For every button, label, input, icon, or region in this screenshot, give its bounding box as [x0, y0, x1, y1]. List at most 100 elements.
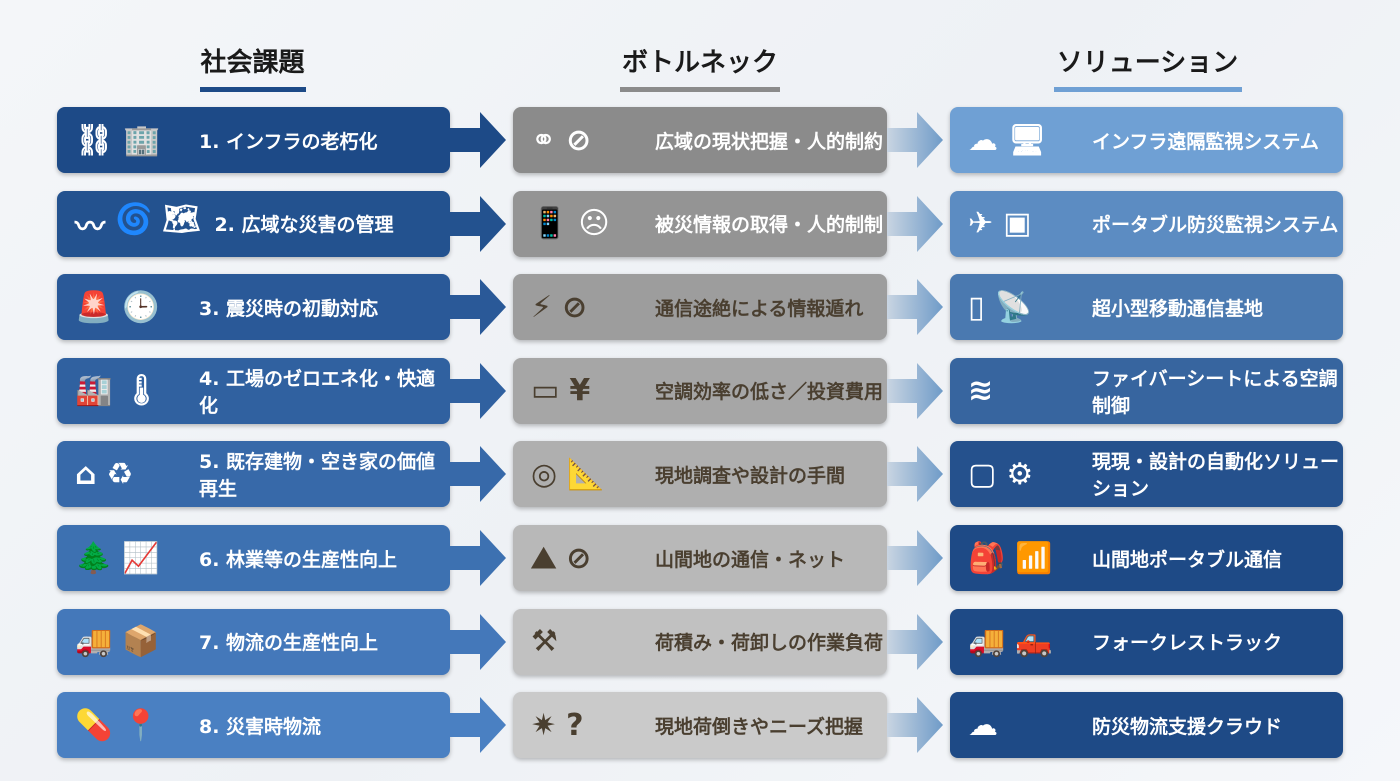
- header-underline: [199, 87, 306, 92]
- drone-icon: ✈: [968, 206, 994, 242]
- issue-label: 8. 災害時物流: [199, 715, 322, 738]
- solution-label: 現現・設計の自動化ソリューション: [1092, 451, 1340, 501]
- arrow-right-icon: [887, 279, 943, 336]
- arrow-right-icon: [450, 362, 506, 419]
- siren-icon: 🚨: [75, 289, 113, 325]
- blueprint-icon: 📐: [567, 456, 605, 492]
- bottleneck-icons: ⛰⊘: [531, 541, 641, 576]
- solution-label: ファイバーシートによる空調制御: [1092, 367, 1338, 417]
- bottleneck-label: 空調効率の低さ／投資費用: [655, 381, 884, 404]
- map-route-icon: 📍: [122, 707, 160, 743]
- bottleneck-box: ⚭⊘ 広域の現状把握・人的制約: [513, 107, 887, 173]
- solution-box: ☁ 防災物流支援クラウド: [950, 692, 1343, 759]
- debris-icon: ✷: [531, 707, 557, 743]
- issue-icons: 💊📍: [75, 708, 185, 743]
- thermometer-icon: 🌡: [122, 373, 161, 409]
- issue-box: 🚨🕒3. 震災時の初動対応: [57, 274, 450, 341]
- issue-icons: 🏭🌡: [75, 373, 185, 408]
- bottleneck-label: 通信途絶による情報遁れ: [655, 297, 864, 320]
- solution-icons: ☁: [968, 708, 1078, 743]
- bottleneck-box: 📱☹ 被災情報の取得・人的制制: [513, 190, 887, 257]
- bottleneck-icons: ✷?: [531, 708, 641, 743]
- issue-box: 💊📍 8. 災害時物流: [57, 692, 450, 759]
- solution-label: 山間地ポータブル通信: [1092, 548, 1283, 571]
- header-label: 社会課題: [200, 48, 305, 78]
- solution-icons: ✈▣: [968, 206, 1078, 241]
- bottleneck-label: 山間地の通信・ネット: [655, 548, 846, 571]
- bottleneck-label: 広域の現状把握・人的制約: [655, 130, 884, 153]
- bottleneck-icons: ◎📐: [531, 457, 641, 492]
- issue-box: ⛓🏢 1. インフラの老朽化: [57, 107, 450, 173]
- arrow-right-icon: [450, 112, 506, 168]
- question-person-icon: ?: [566, 707, 584, 743]
- issue-box: 〰🌀🗺2. 広域な災害の管理: [57, 190, 450, 257]
- solution-label: ポータブル防災監視システム: [1092, 214, 1339, 237]
- no-people-icon: ⊘: [566, 122, 592, 158]
- cloud-network-icon: ☁: [968, 122, 998, 158]
- solution-icons: 🎒📶: [968, 541, 1078, 576]
- issue-icons: 〰🌀🗺: [75, 202, 200, 246]
- issue-box: 🌲📈6. 林業等の生産性向上: [57, 525, 450, 591]
- arrow-right-icon: [887, 112, 943, 168]
- fiber-sheet-airflow-icon: ≋: [968, 373, 994, 409]
- bottleneck-icons: ⚒: [531, 624, 641, 659]
- bridge-icon: ⛓: [75, 122, 114, 158]
- flow-row: 🌲📈6. 林業等の生産性向上 ⛰⊘ 山間地の通信・ネット 🎒📶 山間地ポータブル通信: [0, 525, 1400, 591]
- issue-label: 7. 物流の生産性向上: [199, 632, 379, 655]
- flow-row: 🚚📦7. 物流の生産性向上 ⚒荷積み・荷卸しの作業負荷 🚚🛻フォークレストラック: [0, 608, 1400, 675]
- bottleneck-box: ▭¥ 空調効率の低さ／投資費用: [513, 357, 887, 424]
- air-conditioner-icon: ▭: [531, 373, 560, 409]
- flow-row: ⛓🏢 1. インフラの老朽化 ⚭⊘ 広域の現状把握・人的制約 ☁🖥インフラ遠隔監視シ…: [0, 107, 1400, 173]
- solution-box: 🚚🛻フォークレストラック: [950, 608, 1343, 675]
- issue-label: 4. 工場のゼロエネ化・快適化: [199, 367, 436, 417]
- supplies-icon: 💊: [75, 707, 113, 743]
- bottleneck-label: 荷積み・荷卸しの作業負荷: [655, 632, 884, 655]
- flow-row: 💊📍 8. 災害時物流 ✷? 現地荷倒きやニーズ把握 ☁ 防災物流支援クラウド: [0, 692, 1400, 759]
- solution-box: ▯📡超小型移動通信基地: [950, 274, 1343, 341]
- recycle-icon: ♻: [106, 456, 134, 492]
- issue-icons: ⌂♻: [75, 457, 185, 492]
- tablet-3d-icon: ▢: [968, 456, 997, 492]
- solution-box: ✈▣ ポータブル防災監視システム: [950, 190, 1343, 257]
- boxes-up-icon: 📦: [122, 624, 160, 660]
- bottleneck-label: 現地荷倒きやニーズ把握: [655, 715, 864, 738]
- header-underline: [1053, 87, 1242, 92]
- header-label: ソリューション: [1056, 48, 1239, 78]
- money-bag-icon: ¥: [569, 373, 591, 409]
- issue-label: 1. インフラの老朽化: [199, 130, 378, 153]
- bottleneck-icons: 📱☹: [531, 206, 641, 241]
- flow-row: 🚨🕒3. 震災時の初動対応 ⚡⊘通信途絶による情報遁れ ▯📡超小型移動通信基地: [0, 274, 1400, 341]
- header-underline: [620, 87, 780, 92]
- arrow-right-icon: [450, 613, 506, 670]
- binoculars-icon: ⚭: [531, 122, 557, 158]
- bottleneck-icons: ⚭⊘: [531, 123, 641, 158]
- phone-icon: 📱: [531, 206, 569, 242]
- forest-icon: 🌲: [75, 540, 113, 576]
- bottleneck-label: 被災情報の取得・人的制制: [655, 214, 884, 237]
- antenna-tower-icon: 📡: [994, 289, 1032, 325]
- issue-box: 🏭🌡 4. 工場のゼロエネ化・快適化: [57, 357, 450, 424]
- factory-icon: 🏭: [75, 373, 113, 409]
- header-bottleneck: ボトルネック: [600, 42, 800, 92]
- cloud-circuit-icon: ☁: [968, 707, 998, 743]
- bottleneck-icons: ▭¥: [531, 373, 641, 408]
- wifi-icon: 📶: [1015, 540, 1053, 576]
- arrow-right-icon: [887, 362, 943, 419]
- solution-icons: ≋: [968, 373, 1078, 408]
- building-icon: 🏢: [123, 122, 161, 158]
- arrow-right-icon: [887, 530, 943, 586]
- arrow-right-icon: [450, 530, 506, 586]
- issue-icons: 🚨🕒: [75, 290, 185, 325]
- mountains-icon: ⛰: [531, 540, 557, 576]
- flow-row: 🏭🌡 4. 工場のゼロエネ化・快適化 ▭¥ 空調効率の低さ／投資費用 ≋ ファイバーシ…: [0, 357, 1400, 424]
- solution-box: ≋ ファイバーシートによる空調制御: [950, 357, 1343, 424]
- solution-box: ☁🖥インフラ遠隔監視システム: [950, 107, 1343, 173]
- issue-box: ⌂♻ 5. 既存建物・空き家の価値再生: [57, 441, 450, 508]
- solution-label: 防災物流支援クラウド: [1092, 715, 1283, 738]
- arrow-right-icon: [450, 697, 506, 754]
- seismic-wave-icon: 〰: [75, 209, 105, 245]
- arrow-right-icon: [450, 446, 506, 503]
- solution-label: 超小型移動通信基地: [1092, 297, 1264, 320]
- flow-row: ⌂♻5. 既存建物・空き家の価値再生 ◎📐現地調査や設計の手間 ▢⚙現現・設計の…: [0, 441, 1400, 508]
- issue-label: 5. 既存建物・空き家の価値再生: [199, 451, 436, 501]
